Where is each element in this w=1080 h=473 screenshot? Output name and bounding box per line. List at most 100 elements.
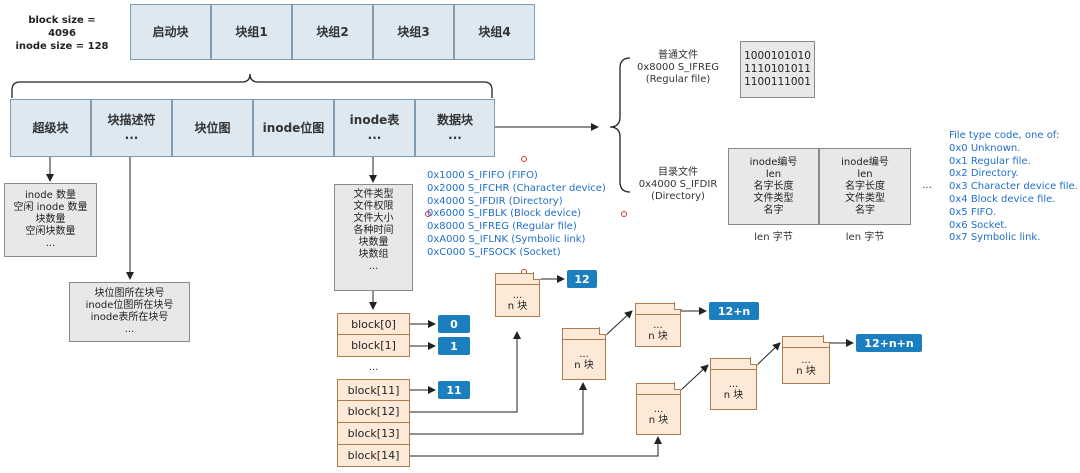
file-type-item: 0x6000 S_IFBLK (Block device) xyxy=(427,208,581,220)
indirect-label: n 块 xyxy=(648,414,669,426)
indirect-dots: ... xyxy=(801,354,811,366)
type-code-item: 0x6 Socket. xyxy=(949,219,1008,231)
indirect-label: n 块 xyxy=(648,330,668,342)
folded-corner-icon xyxy=(599,327,607,335)
block-group-3: 块组3 xyxy=(373,4,454,60)
folded-corner-icon xyxy=(674,382,682,390)
block-0: block[0] xyxy=(337,313,410,335)
type-code-item: 0x3 Character device file. xyxy=(949,181,1078,193)
inode-size-label: inode size = 128 xyxy=(15,41,109,52)
directory-entry-ellipsis: ... xyxy=(922,180,932,191)
block-array-direct: block[0] block[1] xyxy=(337,313,410,357)
bit-row: 1000101010 xyxy=(744,50,811,62)
folded-corner-icon xyxy=(533,272,541,280)
block-group-4: 块组4 xyxy=(454,4,535,60)
inode-field: 文件权限 xyxy=(353,201,394,212)
regular-file-bits: 1000101010 1110101011 1100111001 xyxy=(740,41,815,98)
entry-field: len xyxy=(857,168,873,180)
block-array-ellipsis: ... xyxy=(368,362,379,373)
directory-caption: 目录文件 0x4000 S_IFDIR (Directory) xyxy=(628,167,728,203)
indirect-block-d: ... n 块 xyxy=(635,302,682,347)
entry-field: len xyxy=(765,168,782,180)
inode-field: 文件类型 xyxy=(353,189,394,200)
folded-corner-icon xyxy=(750,357,758,365)
size-info: block size = 4096 inode size = 128 xyxy=(14,14,110,53)
entry-field: 名字长度 xyxy=(753,180,794,192)
directory-title: 目录文件 xyxy=(658,167,698,178)
indirect-block-g: ... n 块 xyxy=(782,335,831,384)
file-type-item: 0x1000 S_IFIFO (FIFO) xyxy=(427,170,538,181)
indirect-block-f: ... n 块 xyxy=(710,357,758,410)
block-11: block[11] xyxy=(337,379,410,401)
directory-code: 0x4000 S_IFDIR xyxy=(638,179,718,190)
descriptor-line: inode表所在块号 xyxy=(90,312,169,323)
file-type-list: 0x1000 S_IFIFO (FIFO) 0x2000 S_IFCHR (Ch… xyxy=(427,170,606,260)
indirect-label: n 块 xyxy=(796,365,816,377)
regular-file-caption: 普通文件 0x8000 S_IFREG (Regular file) xyxy=(628,50,728,86)
data-block-dots: ... xyxy=(448,128,462,142)
file-type-item: 0x4000 S_IFDIR (Directory) xyxy=(427,195,563,207)
type-code-item: File type code, one of: xyxy=(949,130,1060,141)
folded-corner-icon xyxy=(674,302,682,310)
badge-block-0: 0 xyxy=(438,315,470,333)
type-code-item: 0x2 Directory. xyxy=(949,168,1019,180)
data-block-label: 数据块 xyxy=(436,113,473,127)
superblock-line: ... xyxy=(45,238,56,249)
regular-file-code: 0x8000 S_IFREG xyxy=(637,62,719,73)
block-bitmap: 块位图 xyxy=(172,99,253,157)
badge-block-12-n-n: 12+n+n xyxy=(856,334,922,352)
entry-field: inode编号 xyxy=(841,156,889,168)
inode-field: 文件大小 xyxy=(353,213,394,224)
superblock-line: 空闲 inode 数量 xyxy=(13,202,88,213)
inode-table-dots: ... xyxy=(367,128,382,142)
entry-1-len: len 字节 xyxy=(754,232,793,243)
superblock-detail: inode 数量 空闲 inode 数量 块数量 空闲块数量 ... xyxy=(4,183,97,257)
inode-table: inode表 ... xyxy=(334,99,415,157)
group-descriptor-dots: ... xyxy=(124,128,139,142)
superblock-line: 块数量 xyxy=(35,214,66,225)
entry-field: 名字 xyxy=(763,204,784,216)
indirect-dots: ... xyxy=(728,378,739,390)
entry-field: 名字 xyxy=(855,204,875,216)
inode-field: 块数量 xyxy=(358,237,389,248)
inode-table-label: inode表 xyxy=(349,113,400,127)
bit-row: 1100111001 xyxy=(744,76,811,88)
entry-field: inode编号 xyxy=(749,156,798,168)
block-14: block[14] xyxy=(337,445,410,467)
regular-file-desc: (Regular file) xyxy=(645,74,711,85)
type-code-item: 0x7 Symbolic link. xyxy=(949,232,1041,244)
data-block: 数据块 ... xyxy=(415,99,495,157)
indirect-label: n 块 xyxy=(574,359,594,371)
block-13: block[13] xyxy=(337,423,410,445)
indirect-block-e: ... n 块 xyxy=(636,382,682,435)
directory-entry-1: inode编号 len 名字长度 文件类型 名字 xyxy=(728,148,819,225)
block-array-indirect: block[11] block[12] block[13] block[14] xyxy=(337,379,410,467)
file-type-item: 0x8000 S_IFREG (Regular file) xyxy=(427,221,577,233)
entry-field: 文件类型 xyxy=(845,192,885,204)
indirect-label: n 块 xyxy=(723,389,744,401)
inode-field: 块数组 xyxy=(358,249,389,260)
type-code-item: 0x1 Regular file. xyxy=(949,155,1031,167)
badge-block-12: 12 xyxy=(567,270,597,288)
entry-field: 名字长度 xyxy=(845,180,885,192)
indirect-block-c: ... n 块 xyxy=(562,327,607,380)
block-size-label: block size = 4096 xyxy=(28,15,96,39)
block-12: block[12] xyxy=(337,401,410,423)
bit-row: 1110101011 xyxy=(744,63,811,75)
type-code-item: 0x5 FIFO. xyxy=(949,206,996,218)
inode-detail: 文件类型 文件权限 文件大小 各种时间 块数量 块数组 ... xyxy=(334,184,413,291)
indirect-block-a: ... n 块 xyxy=(495,272,541,317)
superblock-line: 空闲块数量 xyxy=(25,226,76,237)
type-code-item: 0x0 Unknown. xyxy=(949,142,1021,154)
dir-file-type-codes: File type code, one of: 0x0 Unknown. 0x1… xyxy=(949,130,1078,245)
descriptor-detail: 块位图所在块号 inode位图所在块号 inode表所在块号 ... xyxy=(69,282,190,342)
indirect-dots: ... xyxy=(579,348,589,360)
entry-2-len: len 字节 xyxy=(845,232,885,243)
boot-block: 启动块 xyxy=(130,4,211,60)
folded-corner-icon xyxy=(823,335,831,343)
file-type-item: 0xA000 S_IFLNK (Symbolic link) xyxy=(427,233,586,245)
type-code-item: 0x4 Block device file. xyxy=(949,193,1056,205)
file-type-item: 0xC000 S_IFSOCK (Socket) xyxy=(427,246,561,258)
descriptor-line: 块位图所在块号 xyxy=(94,288,165,299)
